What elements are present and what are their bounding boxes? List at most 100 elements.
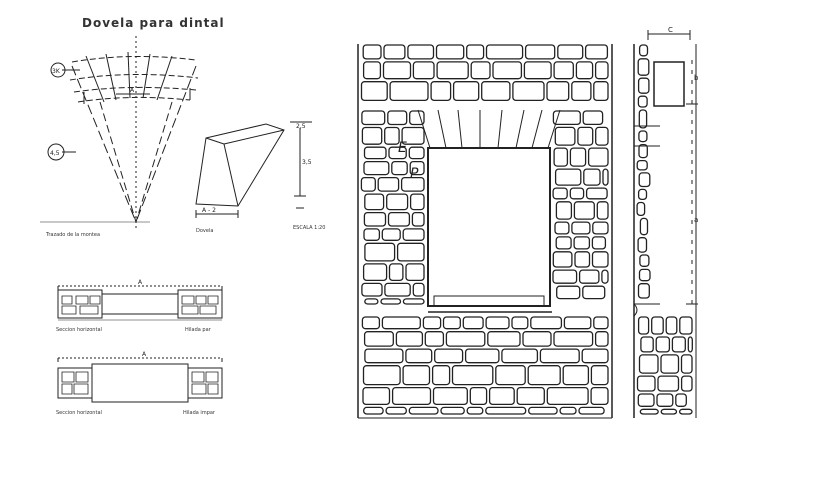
masonry-stone [361,126,383,145]
masonry-stone [384,282,411,297]
masonry-stone [364,193,385,211]
masonry-stone [495,365,526,386]
masonry-stone [434,348,464,364]
masonry-stone [638,109,648,129]
masonry-stone [385,406,407,415]
plan2-left-caption: Seccion horizontal [56,410,102,416]
masonry-stone [637,188,648,201]
masonry-stone [553,147,569,167]
plan-section-1 [57,285,223,321]
masonry-stone [363,406,384,415]
masonry-stone [563,316,592,330]
masonry-stone [562,365,590,386]
masonry-stone [386,193,409,211]
masonry-stone [466,406,484,415]
masonry-stone [362,44,382,60]
masonry-stone [485,316,510,330]
masonry-stone [571,221,591,235]
masonry-stone [412,61,435,80]
plan-section-2 [57,357,223,403]
masonry-stone [574,251,591,268]
masonry-stone [546,81,570,102]
masonry-stone [583,168,601,186]
masonry-stone [679,316,693,335]
masonry-stone [552,110,581,126]
masonry-stone [409,193,425,211]
masonry-stone [381,316,421,330]
masonry-stone [552,269,578,284]
masonry-stone [573,201,595,220]
masonry-stone [637,95,648,108]
masonry-stone [412,282,425,297]
masonry-stone [657,375,680,392]
plan2-mark: A [142,351,147,358]
masonry-stone [546,386,589,406]
masonry-stone [656,393,674,407]
masonry-stone [593,316,609,330]
masonry-stone [601,269,609,284]
masonry-stone [466,44,485,60]
masonry-stone [638,172,651,188]
masonry-stone [380,298,402,305]
masonry-stone [516,386,545,406]
masonry-stone [590,365,609,386]
masonry-stone [487,331,521,347]
masonry-stone [577,126,594,146]
masonry-stone [582,285,606,300]
masonry-stone [408,146,425,160]
masonry-stone [481,81,511,102]
dovela-block [195,121,312,218]
arc-mark: A [130,87,135,94]
masonry-stone [409,160,425,176]
masonry-stone [573,236,591,250]
masonry-stone [639,217,649,236]
plan1-right-caption: Hilada par [185,327,211,333]
masonry-stone [402,298,425,305]
masonry-stone [556,285,581,300]
masonry-stone [511,316,529,330]
masonry-stone [587,147,609,167]
masonry-stone [569,187,585,200]
masonry-stone [596,201,609,220]
masonry-stone [360,176,376,192]
masonry-stone [362,263,388,282]
masonry-stone [470,61,491,80]
masonry-stone [552,251,573,268]
masonry-stone [377,176,400,192]
masonry-stone [501,348,539,364]
masonry-stone [578,269,600,284]
masonry-stone [584,44,609,60]
masonry-stone [639,408,659,415]
masonry-stone [485,406,527,415]
masonry-stone [462,316,484,330]
masonry-stone [387,110,408,126]
masonry-stone [651,316,664,335]
masonry-stone [382,61,412,80]
masonry-stone [363,146,387,160]
masonry-stone [553,331,594,347]
masonry-stone [638,143,648,159]
masonry-stone [432,386,468,406]
masonry-stone [402,365,431,386]
masonry-stone [637,393,655,407]
masonry-stone [554,221,570,235]
masonry-stone [591,236,607,250]
masonry-stone [530,316,563,330]
masonry-stone [575,61,594,80]
masonry-stone [451,365,494,386]
masonry-stone [539,348,580,364]
masonry-stone [582,110,604,126]
masonry-stone [400,176,425,192]
montea-diagram [40,36,199,228]
masonry-stone [671,336,686,353]
masonry-stone [381,228,401,241]
masonry-stone [555,201,573,220]
masonry-stone [391,160,408,176]
masonry-stone [431,365,451,386]
masonry-stone [553,61,574,80]
masonry-stone [527,365,561,386]
section-dim-b: b [694,74,699,82]
masonry-stone [389,81,429,102]
masonry-stone [680,354,693,374]
masonry-stone [680,375,693,392]
